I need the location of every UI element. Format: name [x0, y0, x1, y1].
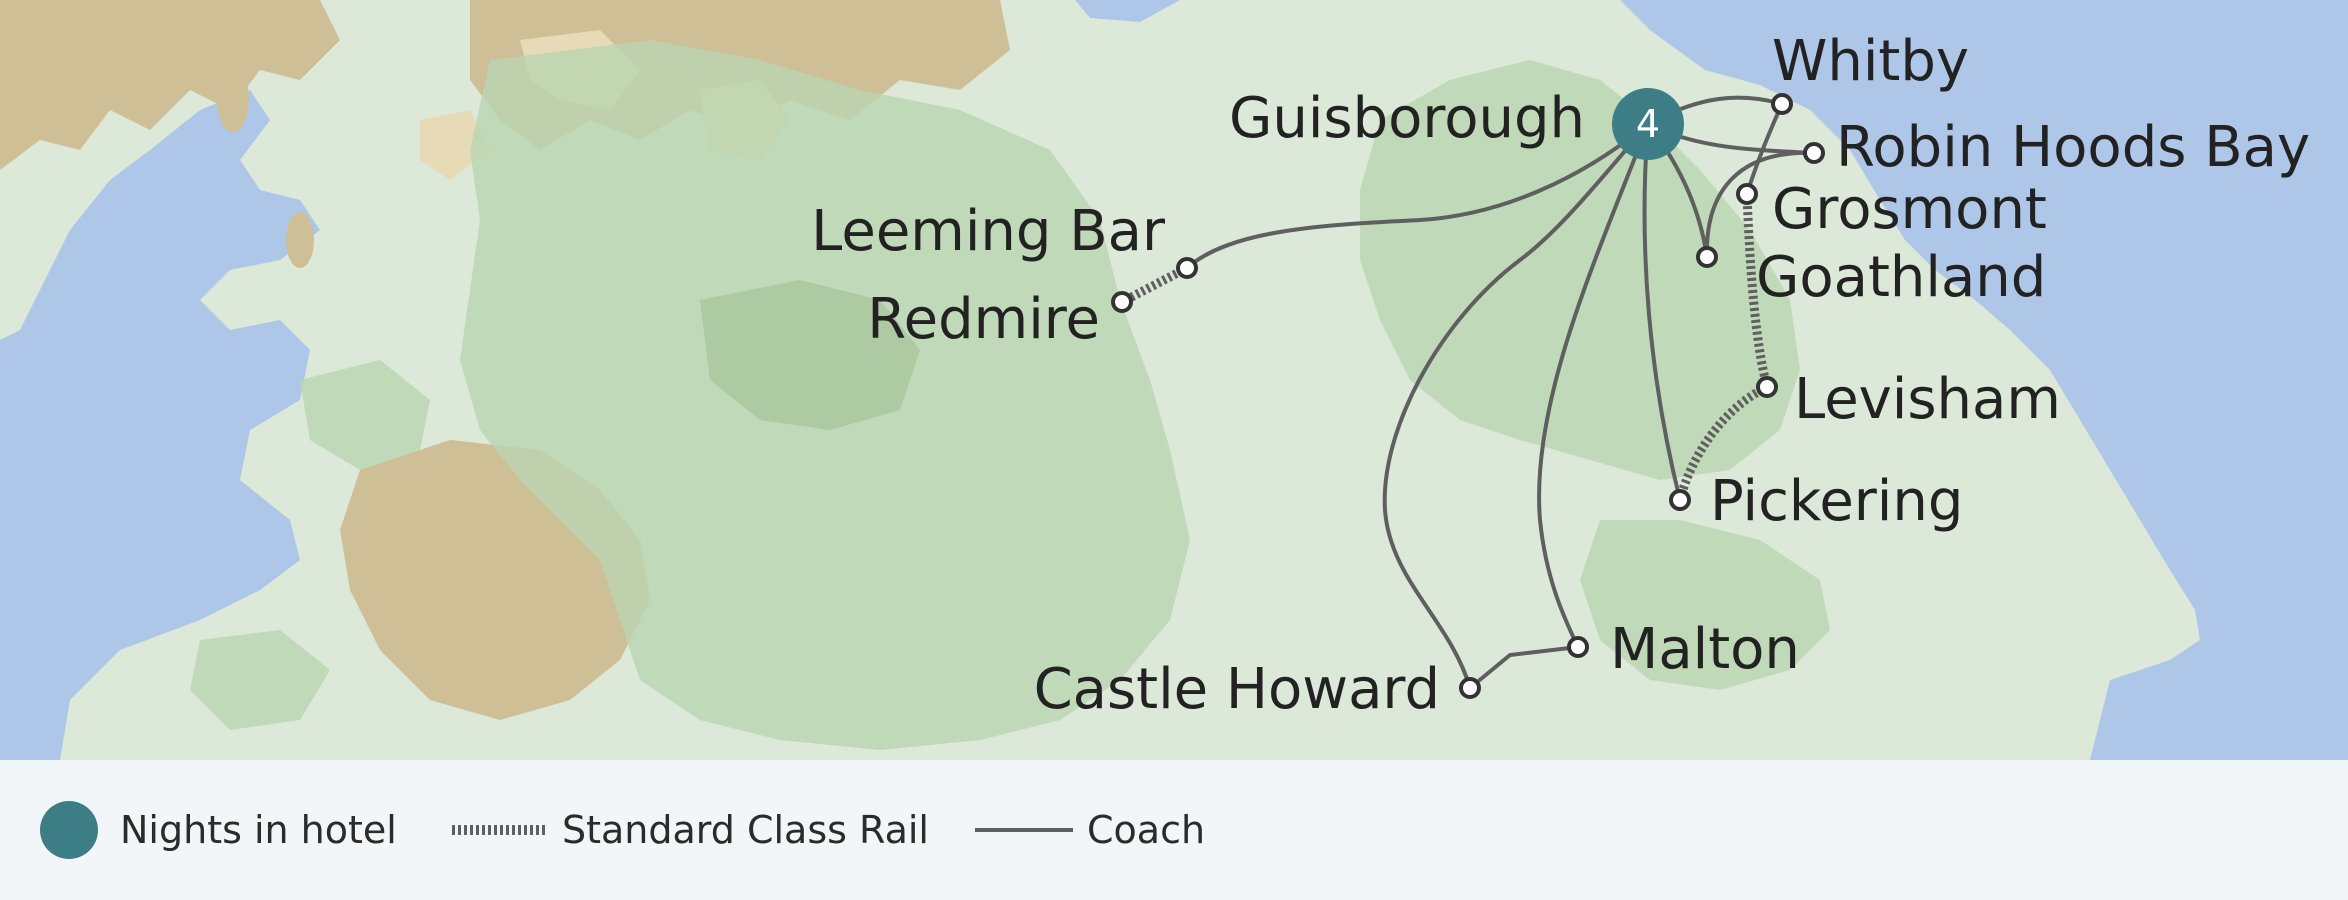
place-label-whitby: Whitby [1772, 29, 1969, 94]
stop-marker-pickering [1669, 489, 1691, 511]
route-rail-leeming-bar-to-redmire [1119, 264, 1190, 306]
place-label-pickering: Pickering [1710, 469, 1963, 534]
stop-marker-grosmont [1736, 183, 1758, 205]
stop-marker-levisham [1756, 376, 1778, 398]
route-stops [1111, 93, 1825, 699]
legend-hotel: Nights in hotel [40, 760, 397, 900]
route-coach-guisborough-to-leeming-bar [1185, 122, 1650, 270]
stop-marker-leeming-bar [1176, 257, 1198, 279]
stop-marker-whitby [1771, 93, 1793, 115]
place-label-robin-hoods-bay: Robin Hoods Bay [1836, 115, 2310, 180]
route-coach-goathland-to-robin-hoods-bay [1704, 150, 1815, 258]
legend-coach-label: Coach [1087, 808, 1206, 852]
coach-line-icon [975, 828, 1073, 832]
place-label-malton: Malton [1610, 617, 1800, 682]
stop-marker-castle-howard [1459, 677, 1481, 699]
route-coach-guisborough-to-pickering [1642, 123, 1682, 501]
place-label-leeming-bar: Leeming Bar [811, 199, 1166, 264]
rail-line-icon [452, 825, 548, 835]
stop-marker-malton [1567, 636, 1589, 658]
route-rail-grosmont-to-levisham [1742, 193, 1772, 389]
legend-coach: Coach [975, 760, 1205, 900]
place-label-castle-howard: Castle Howard [1034, 657, 1440, 722]
legend-rail: Standard Class Rail [452, 760, 929, 900]
place-label-levisham: Levisham [1794, 367, 2061, 432]
place-label-grosmont: Grosmont [1772, 177, 2047, 242]
place-label-redmire: Redmire [867, 287, 1100, 352]
stop-marker-redmire [1111, 291, 1133, 313]
legend-rail-label: Standard Class Rail [562, 808, 929, 852]
route-coach-guisborough-to-malton [1537, 123, 1650, 648]
legend-hotel-label: Nights in hotel [120, 808, 397, 852]
route-coach-castle-howard-to-malton [1468, 645, 1579, 690]
stop-marker-goathland [1696, 246, 1718, 268]
hotel-marker: 4 [1612, 88, 1684, 160]
hotel-nights-count: 4 [1636, 102, 1660, 146]
map-legend: Nights in hotel Standard Class Rail Coac… [0, 760, 2348, 900]
hotel-nights-circle [1612, 88, 1684, 160]
place-label-guisborough: Guisborough [1229, 86, 1585, 151]
place-label-goathland: Goathland [1756, 245, 2046, 310]
route-coach-guisborough-to-castle-howard [1382, 122, 1650, 689]
forest-terrain [190, 40, 1830, 750]
hotel-dot-icon [40, 801, 98, 859]
stop-marker-robin-hoods-bay [1803, 142, 1825, 164]
